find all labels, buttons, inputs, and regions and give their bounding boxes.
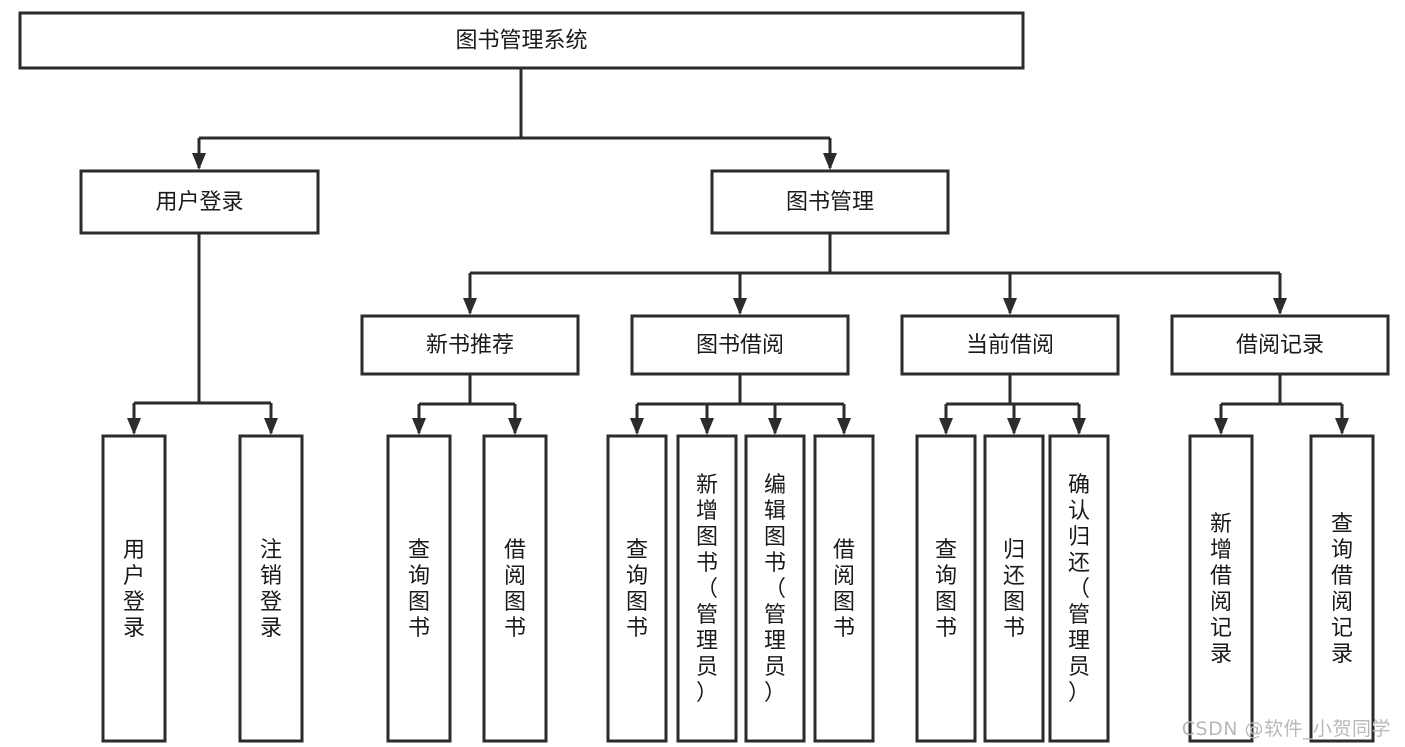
node-label-book-borrow: 图书借阅 [696,333,784,358]
node-label-leaf-confirm-return-admin: 确认归还（管理员） [1068,473,1090,706]
csdn-watermark: CSDN @软件_小贺同学 [1181,718,1391,740]
node-box-leaf-logout[interactable] [238,434,304,743]
node-label-leaf-user-login: 用户登录 [123,538,145,641]
node-label-leaf-add-book-admin: 新增图书（管理员） [696,473,718,706]
arrow-head-icon [192,153,206,170]
node-leaf-logout[interactable]: 注销登录 [238,434,304,743]
node-book-borrow[interactable]: 图书借阅 [630,314,850,376]
node-label-leaf-borrow-book-2: 借阅图书 [833,538,855,641]
node-box-leaf-add-borrow-record[interactable] [1188,434,1254,743]
arrow-head-icon [264,418,278,435]
connector-group-book-manage-to-level2 [463,233,1287,315]
node-label-book-manage: 图书管理 [786,190,874,215]
node-user-login[interactable]: 用户登录 [79,169,320,235]
arrow-head-icon [823,153,837,170]
node-leaf-query-borrow-record[interactable]: 查询借阅记录 [1309,434,1375,743]
node-box-leaf-borrow-book-1[interactable] [482,434,548,743]
node-leaf-borrow-book-1[interactable]: 借阅图书 [482,434,548,743]
node-leaf-user-login[interactable]: 用户登录 [101,434,167,743]
node-book-manage[interactable]: 图书管理 [710,169,950,235]
arrow-head-icon [768,418,782,435]
node-new-book-recommend[interactable]: 新书推荐 [360,314,580,376]
node-leaf-query-book-3[interactable]: 查询图书 [915,434,977,743]
arrow-head-icon [837,418,851,435]
node-box-leaf-confirm-return-admin[interactable] [1048,434,1110,743]
node-label-leaf-query-borrow-record: 查询借阅记录 [1331,512,1353,667]
node-box-book-manage[interactable] [710,169,950,235]
nodes-layer: 图书管理系统用户登录图书管理新书推荐图书借阅当前借阅借阅记录用户登录注销登录查询… [18,11,1390,743]
node-label-leaf-return-book: 归还图书 [1003,538,1025,641]
node-leaf-add-book-admin[interactable]: 新增图书（管理员） [676,434,738,743]
node-box-root[interactable] [18,11,1025,70]
connectors-layer [127,68,1349,435]
node-leaf-return-book[interactable]: 归还图书 [983,434,1045,743]
node-box-leaf-query-book-3[interactable] [915,434,977,743]
arrow-head-icon [1273,298,1287,315]
node-box-leaf-borrow-book-2[interactable] [813,434,875,743]
arrow-head-icon [1214,418,1228,435]
node-label-leaf-borrow-book-1: 借阅图书 [504,538,526,641]
arrow-head-icon [1072,418,1086,435]
connector-group-root-to-level1 [192,68,837,170]
node-label-borrow-record: 借阅记录 [1236,333,1324,358]
connector-group-recommend-to-leaves [412,374,522,435]
arrow-head-icon [463,298,477,315]
node-box-current-borrow[interactable] [900,314,1120,376]
node-label-root: 图书管理系统 [455,29,587,54]
node-current-borrow[interactable]: 当前借阅 [900,314,1120,376]
node-box-leaf-user-login[interactable] [101,434,167,743]
node-leaf-query-book-2[interactable]: 查询图书 [606,434,668,743]
node-label-leaf-logout: 注销登录 [260,538,282,641]
connector-group-user-login-to-leaves [127,233,278,435]
node-box-book-borrow[interactable] [630,314,850,376]
node-box-leaf-edit-book-admin[interactable] [744,434,806,743]
node-box-user-login[interactable] [79,169,320,235]
node-label-current-borrow: 当前借阅 [966,333,1054,358]
node-box-borrow-record[interactable] [1170,314,1390,376]
arrow-head-icon [630,418,644,435]
node-box-new-book-recommend[interactable] [360,314,580,376]
node-leaf-confirm-return-admin[interactable]: 确认归还（管理员） [1048,434,1110,743]
node-box-leaf-return-book[interactable] [983,434,1045,743]
arrow-head-icon [508,418,522,435]
node-label-leaf-query-book-2: 查询图书 [626,538,648,641]
arrow-head-icon [939,418,953,435]
arrow-head-icon [1007,418,1021,435]
node-leaf-query-book-1[interactable]: 查询图书 [386,434,452,743]
node-label-leaf-edit-book-admin: 编辑图书（管理员） [764,473,786,706]
node-label-leaf-query-book-3: 查询图书 [935,538,957,641]
arrow-head-icon [733,298,747,315]
node-label-new-book-recommend: 新书推荐 [426,333,514,358]
connector-group-current-to-leaves [939,374,1086,435]
arrow-head-icon [1335,418,1349,435]
node-leaf-borrow-book-2[interactable]: 借阅图书 [813,434,875,743]
node-leaf-edit-book-admin[interactable]: 编辑图书（管理员） [744,434,806,743]
node-leaf-add-borrow-record[interactable]: 新增借阅记录 [1188,434,1254,743]
node-label-user-login: 用户登录 [155,190,243,215]
connector-group-borrow-to-leaves [630,374,851,435]
node-box-leaf-query-book-2[interactable] [606,434,668,743]
arrow-head-icon [412,418,426,435]
arrow-head-icon [1003,298,1017,315]
arrow-head-icon [700,418,714,435]
node-box-leaf-add-book-admin[interactable] [676,434,738,743]
node-root[interactable]: 图书管理系统 [18,11,1025,70]
node-box-leaf-query-book-1[interactable] [386,434,452,743]
node-box-leaf-query-borrow-record[interactable] [1309,434,1375,743]
node-borrow-record[interactable]: 借阅记录 [1170,314,1390,376]
node-label-leaf-query-book-1: 查询图书 [408,538,430,641]
connector-group-record-to-leaves [1214,374,1349,435]
node-label-leaf-add-borrow-record: 新增借阅记录 [1210,512,1232,667]
arrow-head-icon [127,418,141,435]
